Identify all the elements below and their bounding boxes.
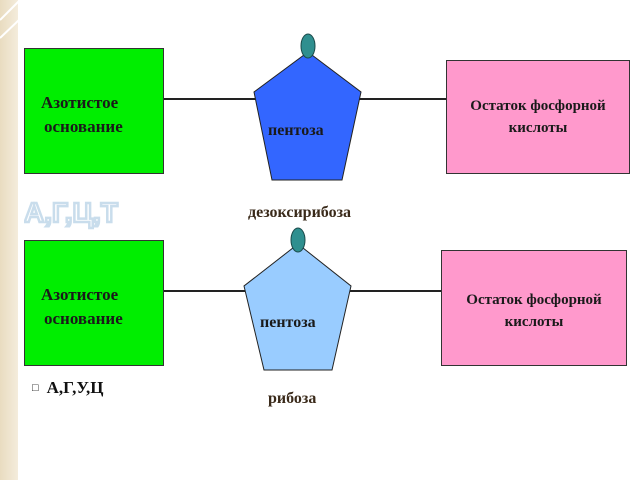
top-sugar-name: дезоксирибоза bbox=[248, 204, 352, 221]
bullet-icon: □ bbox=[32, 382, 39, 394]
svg-text:А,Г,Ц,Т: А,Г,Ц,Т bbox=[24, 197, 118, 228]
dna-bases-outline-text: А,Г,Ц,Т bbox=[24, 196, 119, 230]
side-strip bbox=[0, 0, 18, 480]
corner-decoration bbox=[0, 0, 41, 39]
top-pentose-pentagon bbox=[253, 51, 362, 181]
bottom-sugar-name: рибоза bbox=[268, 390, 317, 407]
top-pentose-label: пентоза bbox=[268, 122, 324, 139]
top-connector-right bbox=[352, 98, 448, 100]
bottom-phosphate-box: Остаток фосфорной кислоты bbox=[441, 250, 627, 366]
top-phosphate-box: Остаток фосфорной кислоты bbox=[446, 60, 630, 174]
bottom-pentose-knob bbox=[290, 227, 306, 253]
bottom-connector-left bbox=[164, 290, 250, 292]
bottom-connector-right bbox=[346, 290, 442, 292]
top-phosphate-label: Остаток фосфорной кислоты bbox=[470, 98, 606, 136]
top-connector-left bbox=[164, 98, 260, 100]
bottom-pentose-pentagon bbox=[243, 243, 352, 371]
bottom-nitrogen-base-label: Азотистое основание bbox=[41, 285, 123, 328]
top-pentose-knob bbox=[300, 33, 316, 59]
rna-bases-text: □А,Г,У,Ц bbox=[32, 378, 104, 397]
bottom-phosphate-label: Остаток фосфорной кислоты bbox=[466, 292, 602, 330]
bottom-nitrogen-base-box: Азотистое основание bbox=[24, 240, 164, 366]
bottom-pentose-label: пентоза bbox=[260, 314, 316, 331]
top-nitrogen-base-box: Азотистое основание bbox=[24, 48, 164, 174]
top-nitrogen-base-label: Азотистое основание bbox=[41, 93, 123, 136]
